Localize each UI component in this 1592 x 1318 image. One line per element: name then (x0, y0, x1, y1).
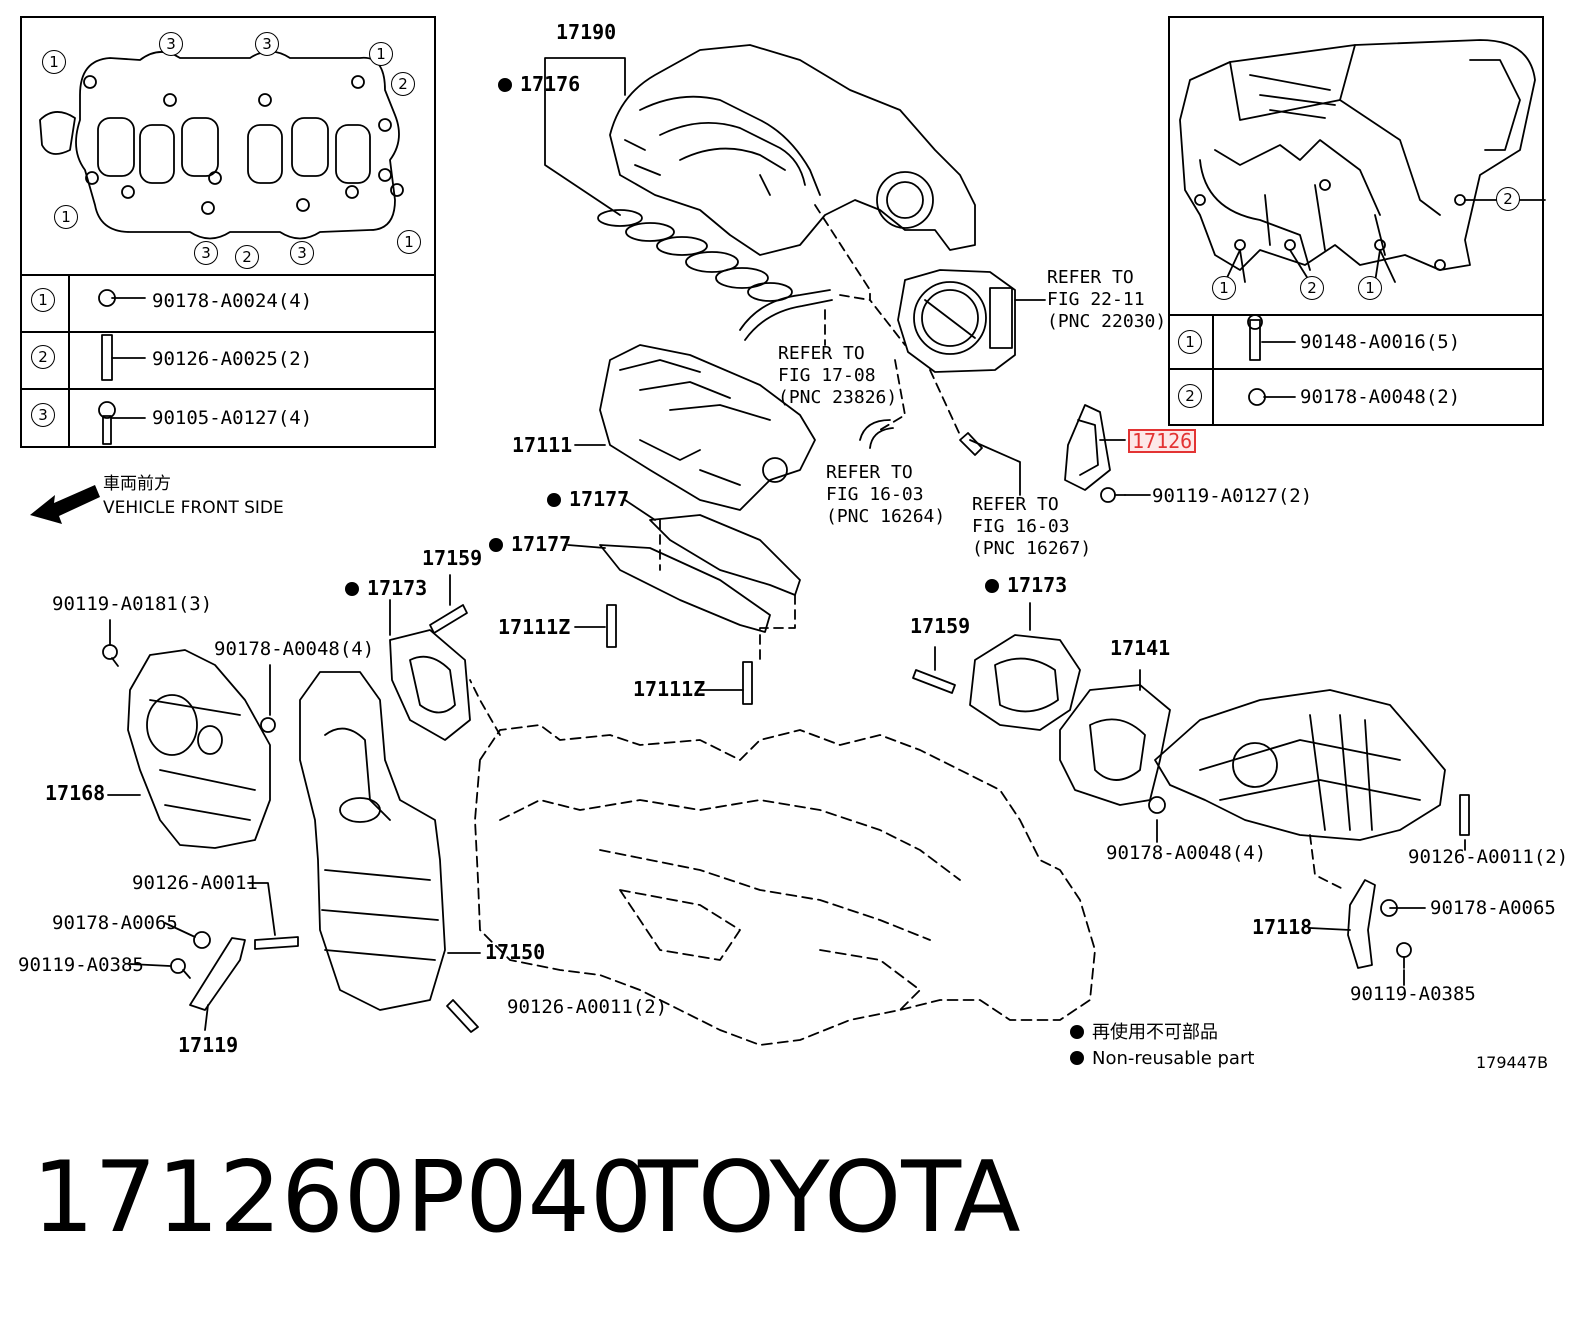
tr-legend-1-number: 1 (1178, 330, 1202, 354)
hose-16264-drawing (859, 419, 894, 449)
label-17111z-a: 17111Z (498, 615, 571, 639)
label-90178-A0065-left: 90178-A0065 (52, 912, 178, 934)
label-90126-A0011-2-right: 90126-A0011(2) (1408, 846, 1569, 868)
non-reusable-note-jp: 再使用不可部品 (1070, 1023, 1218, 1043)
front-direction-arrow-graphic (30, 485, 100, 524)
label-90178-A0048-left: 90178-A0048(4) (214, 638, 375, 660)
tr-legend-1-part: 90148-A0016(5) (1300, 331, 1461, 353)
tl-callout-3c: 3 (194, 241, 218, 265)
gasket-17173-left-drawing (389, 629, 471, 741)
vehicle-front-jp: 車両前方 (103, 474, 171, 494)
label-17111z-b: 17111Z (633, 677, 706, 701)
refer-fig-17-08: REFER TO FIG 17-08 (PNC 23826) (778, 343, 898, 408)
label-17118: 17118 (1252, 915, 1313, 939)
label-90126-A0011: 90126-A0011 (132, 872, 258, 894)
dashed-relation-lines (469, 204, 1346, 891)
tl-callout-1d: 1 (397, 230, 421, 254)
label-17141: 17141 (1110, 636, 1171, 660)
vehicle-front-en: VEHICLE FRONT SIDE (103, 498, 284, 518)
label-90119-A0127: 90119-A0127(2) (1152, 485, 1313, 507)
tl-callout-3d: 3 (290, 241, 314, 265)
tl-legend-3-part: 90105-A0127(4) (152, 407, 313, 429)
refer-fig-22-11: REFER TO FIG 22-11 (PNC 22030) (1047, 267, 1167, 332)
bracket-17118-drawing (1347, 879, 1376, 969)
gaskets-17177-drawing (599, 514, 801, 633)
label-17190: 17190 (556, 20, 617, 44)
manifold-top-view-drawing (1179, 39, 1536, 283)
label-17150: 17150 (485, 940, 546, 964)
tl-callout-1b: 1 (369, 42, 393, 66)
tl-legend-2-part: 90126-A0025(2) (152, 348, 313, 370)
tr-callout-2a: 2 (1496, 187, 1520, 211)
refer-fig-16-03-a: REFER TO FIG 16-03 (PNC 16264) (826, 462, 946, 527)
caption-brand: TOYOTA (638, 1141, 1021, 1255)
tr-callout-2b: 2 (1300, 276, 1324, 300)
label-90178-A0065-right: 90178-A0065 (1430, 897, 1556, 919)
bracket-17119-drawing (189, 937, 246, 1011)
studs-drawing (254, 604, 1470, 1033)
non-reusable-note-en: Non-reusable part (1070, 1049, 1254, 1069)
inlet-gaskets-17176-drawing (597, 209, 793, 302)
label-17111: 17111 (512, 433, 573, 457)
label-17168: 17168 (45, 781, 106, 805)
label-90119-A0385-right: 90119-A0385 (1350, 983, 1476, 1005)
caption-part-number: 171260P040 (32, 1141, 653, 1255)
intake-manifold-17190-drawing (609, 44, 976, 256)
tl-callout-3b: 3 (255, 32, 279, 56)
tl-callout-3a: 3 (159, 32, 183, 56)
tl-callout-2b: 2 (235, 245, 259, 269)
label-17119: 17119 (178, 1033, 239, 1057)
tl-callout-1c: 1 (54, 205, 78, 229)
hose-23826-drawing (739, 289, 833, 341)
label-17173-a: 17173 (345, 578, 427, 598)
figure-id: 179447B (1476, 1053, 1549, 1072)
label-17177-b: 17177 (489, 534, 571, 554)
throttle-body-drawing (897, 269, 1016, 373)
exhaust-manifold-17150-drawing (299, 671, 446, 1011)
tl-legend-2-number: 2 (31, 345, 55, 369)
label-17159-a: 17159 (422, 546, 483, 570)
top-right-inset-box (1168, 16, 1544, 426)
heat-insulator-17141-drawing (1059, 684, 1171, 806)
label-90119-A0385-left: 90119-A0385 (18, 954, 144, 976)
lower-manifold-17111-drawing (599, 344, 816, 511)
exhaust-manifold-right-drawing (1154, 689, 1446, 841)
gasket-17173-right-drawing (969, 634, 1081, 731)
tl-legend-3-number: 3 (31, 403, 55, 427)
tl-legend-1-part: 90178-A0024(4) (152, 290, 313, 312)
hose-16267-drawing (959, 432, 983, 456)
bracket-17126-drawing (1064, 404, 1111, 491)
tl-callout-2a: 2 (391, 72, 415, 96)
engine-block-outline (474, 724, 1096, 1046)
label-17176: 17176 (498, 74, 580, 94)
label-90119-A0181: 90119-A0181(3) (52, 593, 213, 615)
tr-legend-2-part: 90178-A0048(2) (1300, 386, 1461, 408)
top-left-inset-box (20, 16, 436, 448)
label-90178-A0048-right: 90178-A0048(4) (1106, 842, 1267, 864)
tl-legend-1-number: 1 (31, 288, 55, 312)
label-17177-a: 17177 (547, 489, 629, 509)
label-17126-highlighted: 17126 (1128, 429, 1197, 453)
refer-fig-16-03-b: REFER TO FIG 16-03 (PNC 16267) (972, 494, 1092, 559)
tl-callout-1a: 1 (42, 50, 66, 74)
label-17173-b: 17173 (985, 575, 1067, 595)
label-17159-b: 17159 (910, 614, 971, 638)
tr-legend-2-number: 2 (1178, 384, 1202, 408)
heat-insulator-17168-drawing (127, 649, 271, 849)
label-90126-A0011-2-bottom: 90126-A0011(2) (507, 996, 668, 1018)
tr-callout-1b: 1 (1358, 276, 1382, 300)
inlet-gasket-drawing (39, 50, 404, 240)
tr-callout-1a: 1 (1212, 276, 1236, 300)
